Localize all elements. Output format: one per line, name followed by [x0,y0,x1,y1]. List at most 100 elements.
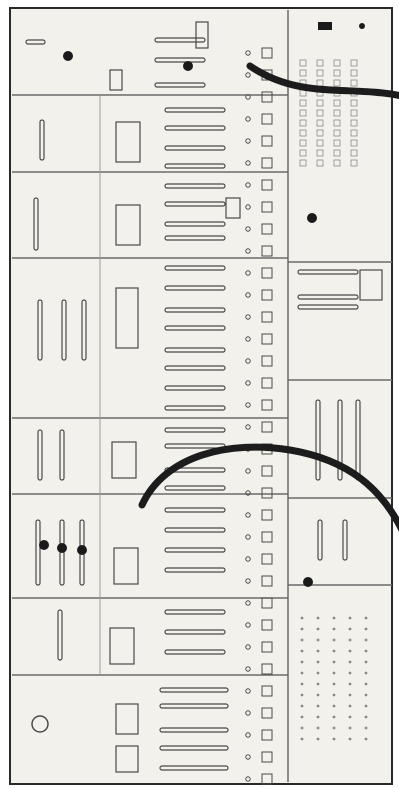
jack-icon [261,729,273,741]
jack-icon [245,226,251,232]
section-dividers [12,10,392,782]
jack-icon [261,399,273,411]
matrix-pin [332,627,336,631]
jack-icon [245,72,251,78]
slider-track [164,365,226,371]
slider-track [164,201,226,207]
panel-face [9,7,393,785]
slider-track [164,385,226,391]
jack-icon [261,157,273,169]
matrix-pin [333,109,341,117]
matrix-pin [364,693,368,697]
module-block [109,69,123,91]
matrix-pin [364,627,368,631]
switch-icon [359,23,365,29]
matrix-pin [332,737,336,741]
matrix-pin [316,59,324,67]
jack-group [245,47,273,785]
matrix-pin [316,627,320,631]
module-block [115,745,139,773]
matrix-grid-group [299,22,368,741]
matrix-pin [332,660,336,664]
matrix-pin [364,638,368,642]
patch-cable-top [246,62,399,100]
matrix-pin [299,149,307,157]
jack-icon [245,116,251,122]
matrix-pin [333,149,341,157]
matrix-pin [364,715,368,719]
matrix-pin [300,627,304,631]
matrix-pin [300,704,304,708]
jack-icon [261,421,273,433]
matrix-pin [364,616,368,620]
jack-icon [261,223,273,235]
module-block [359,269,383,301]
jack-icon [245,402,251,408]
jack-icon [245,534,251,540]
matrix-pin [332,682,336,686]
matrix-pin [348,671,352,675]
matrix-pin [350,99,358,107]
knob-icon [31,715,49,733]
matrix-pin [333,129,341,137]
jack-icon [245,358,251,364]
matrix-pin [316,159,324,167]
matrix-pin [299,59,307,67]
matrix-pin [332,649,336,653]
jack-icon [261,465,273,477]
slider-track [164,325,226,331]
matrix-pin [316,99,324,107]
slider-track [39,119,45,161]
slider-track [35,519,41,586]
slider-group [25,37,361,771]
matrix-pin [364,704,368,708]
jack-icon [245,94,251,100]
jack-icon [245,556,251,562]
jack-icon [261,267,273,279]
slider-track [164,405,226,411]
knob-icon [183,61,193,71]
jack-icon [261,575,273,587]
matrix-pin [333,69,341,77]
knob-icon [39,540,49,550]
slider-track [164,609,226,615]
matrix-pin [350,69,358,77]
matrix-pin [333,79,341,87]
jack-icon [245,138,251,144]
module-block [115,703,139,735]
matrix-pin [364,737,368,741]
slider-track [25,39,46,45]
jack-icon [261,311,273,323]
slider-track [37,299,43,361]
matrix-pin [333,119,341,127]
matrix-pin [300,682,304,686]
jack-icon [261,553,273,565]
slider-track [159,765,229,771]
matrix-pin [333,59,341,67]
module-block [115,121,141,163]
slider-track [164,163,226,169]
matrix-pin [300,638,304,642]
knob-icon [303,577,313,587]
jack-icon [261,663,273,675]
matrix-pin [316,682,320,686]
slider-track [57,609,63,661]
slider-track [164,507,226,513]
matrix-pin [300,737,304,741]
slider-track [342,519,348,561]
slider-track [154,57,206,63]
jack-icon [245,578,251,584]
slider-track [164,307,226,313]
jack-icon [261,201,273,213]
matrix-pin [364,649,368,653]
matrix-pin [316,616,320,620]
jack-icon [245,468,251,474]
matrix-pin [350,159,358,167]
slider-track [164,145,226,151]
knob-group [31,51,317,733]
jack-icon [245,512,251,518]
jack-icon [245,490,251,496]
slider-track [164,527,226,533]
jack-icon [261,619,273,631]
